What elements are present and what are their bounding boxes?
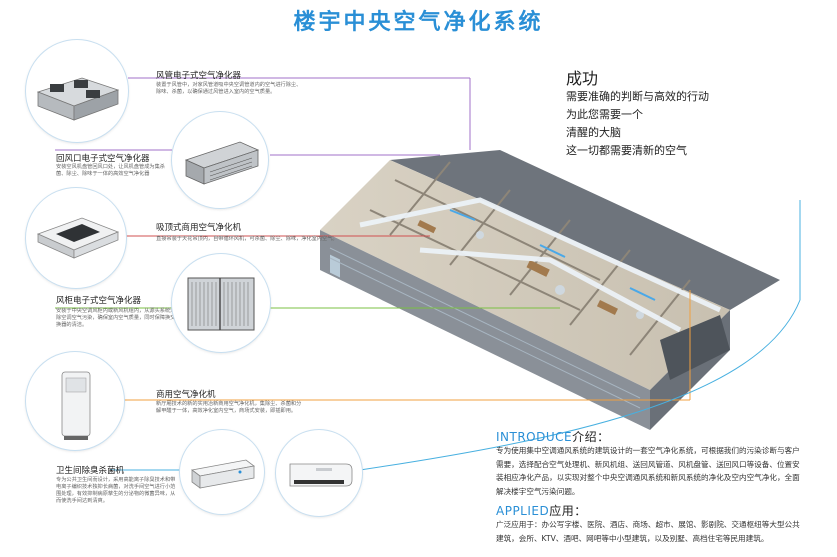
slogan-block: 成功 需要准确的判断与高效的行动 为此您需要一个 清醒的大脑 这一切都需要清新的… — [566, 70, 709, 160]
slogan-line: 需要准确的判断与高效的行动 — [566, 90, 709, 103]
toilet-deodorizer-image-1 — [180, 430, 264, 514]
return-vent-purifier-image — [172, 112, 268, 208]
product-name: 卫生间除臭杀菌机 — [56, 466, 125, 476]
product-desc: 专为公共卫生间而设计，采用高能离子除臭技术和带电离子编织技术独抑长病菌，对洗手间… — [56, 477, 176, 504]
windows — [330, 254, 340, 278]
introduce-heading: INTRODUCE介绍： — [496, 428, 610, 445]
product-desc: 安装空风机盘管回风口处，让风机盘管成为集杀菌、除尘、除味于一体的高效空气净化器 — [56, 164, 165, 177]
applied-heading: APPLIED应用： — [496, 502, 587, 519]
product-name: 吸顶式商用空气净化机 — [156, 223, 242, 233]
applied-heading-en: APPLIED — [496, 504, 550, 518]
product-name: 风柜电子式空气净化器 — [56, 296, 142, 306]
toilet-deodorizer-image-2 — [276, 430, 362, 516]
applied-heading-cn: 应用： — [549, 504, 587, 518]
product-name: 风管电子式空气净化器 — [156, 71, 242, 81]
page-title: 楼宇中央空气净化系统 — [293, 10, 544, 35]
product-desc: 安装于中央空调风柜内或新风机组内，从源头系统清除空调空气污染，确保室内空气质量，… — [56, 308, 176, 328]
building-illustration — [320, 150, 780, 430]
product-desc: 新厅厢技术的新的实用冶新商用空气净化机，集除尘、杀菌和分解甲醛于一体，高效净化室… — [156, 401, 302, 414]
introduce-text: 专为使用集中空调通风系统的建筑设计的一套空气净化系统，可根据我们的污染诊断与客户… — [496, 446, 800, 496]
slogan-heading: 成功 — [566, 69, 599, 88]
commercial-purifier-image — [26, 352, 124, 450]
slogan-line: 清醒的大脑 — [566, 126, 621, 139]
introduce-heading-en: INTRODUCE — [496, 430, 573, 444]
slogan-line: 这一切都需要清新的空气 — [566, 144, 687, 157]
product-desc: 装置于风管中，对家风管道吸中央空调管道内的空气进行除尘、除味、杀菌，以确保通过风… — [156, 82, 302, 95]
slogan-line: 为此您需要一个 — [566, 108, 643, 121]
product-name: 商用空气净化机 — [156, 390, 216, 400]
ceiling-purifier-image — [26, 188, 126, 288]
product-desc: 直接吊装于天花吊顶内，自带循环风机，可杀菌、除尘、除味，净化室内空气。 — [156, 236, 338, 242]
duct-purifier-image — [26, 40, 128, 142]
introduce-heading-cn: 介绍： — [572, 430, 610, 444]
product-name: 回风口电子式空气净化器 — [56, 154, 150, 164]
cabinet-purifier-image — [172, 254, 270, 352]
applied-text: 广泛应用于：办公写字楼、医院、酒店、商场、超市、展馆、影剧院、交通枢纽等大型公共… — [496, 520, 800, 543]
